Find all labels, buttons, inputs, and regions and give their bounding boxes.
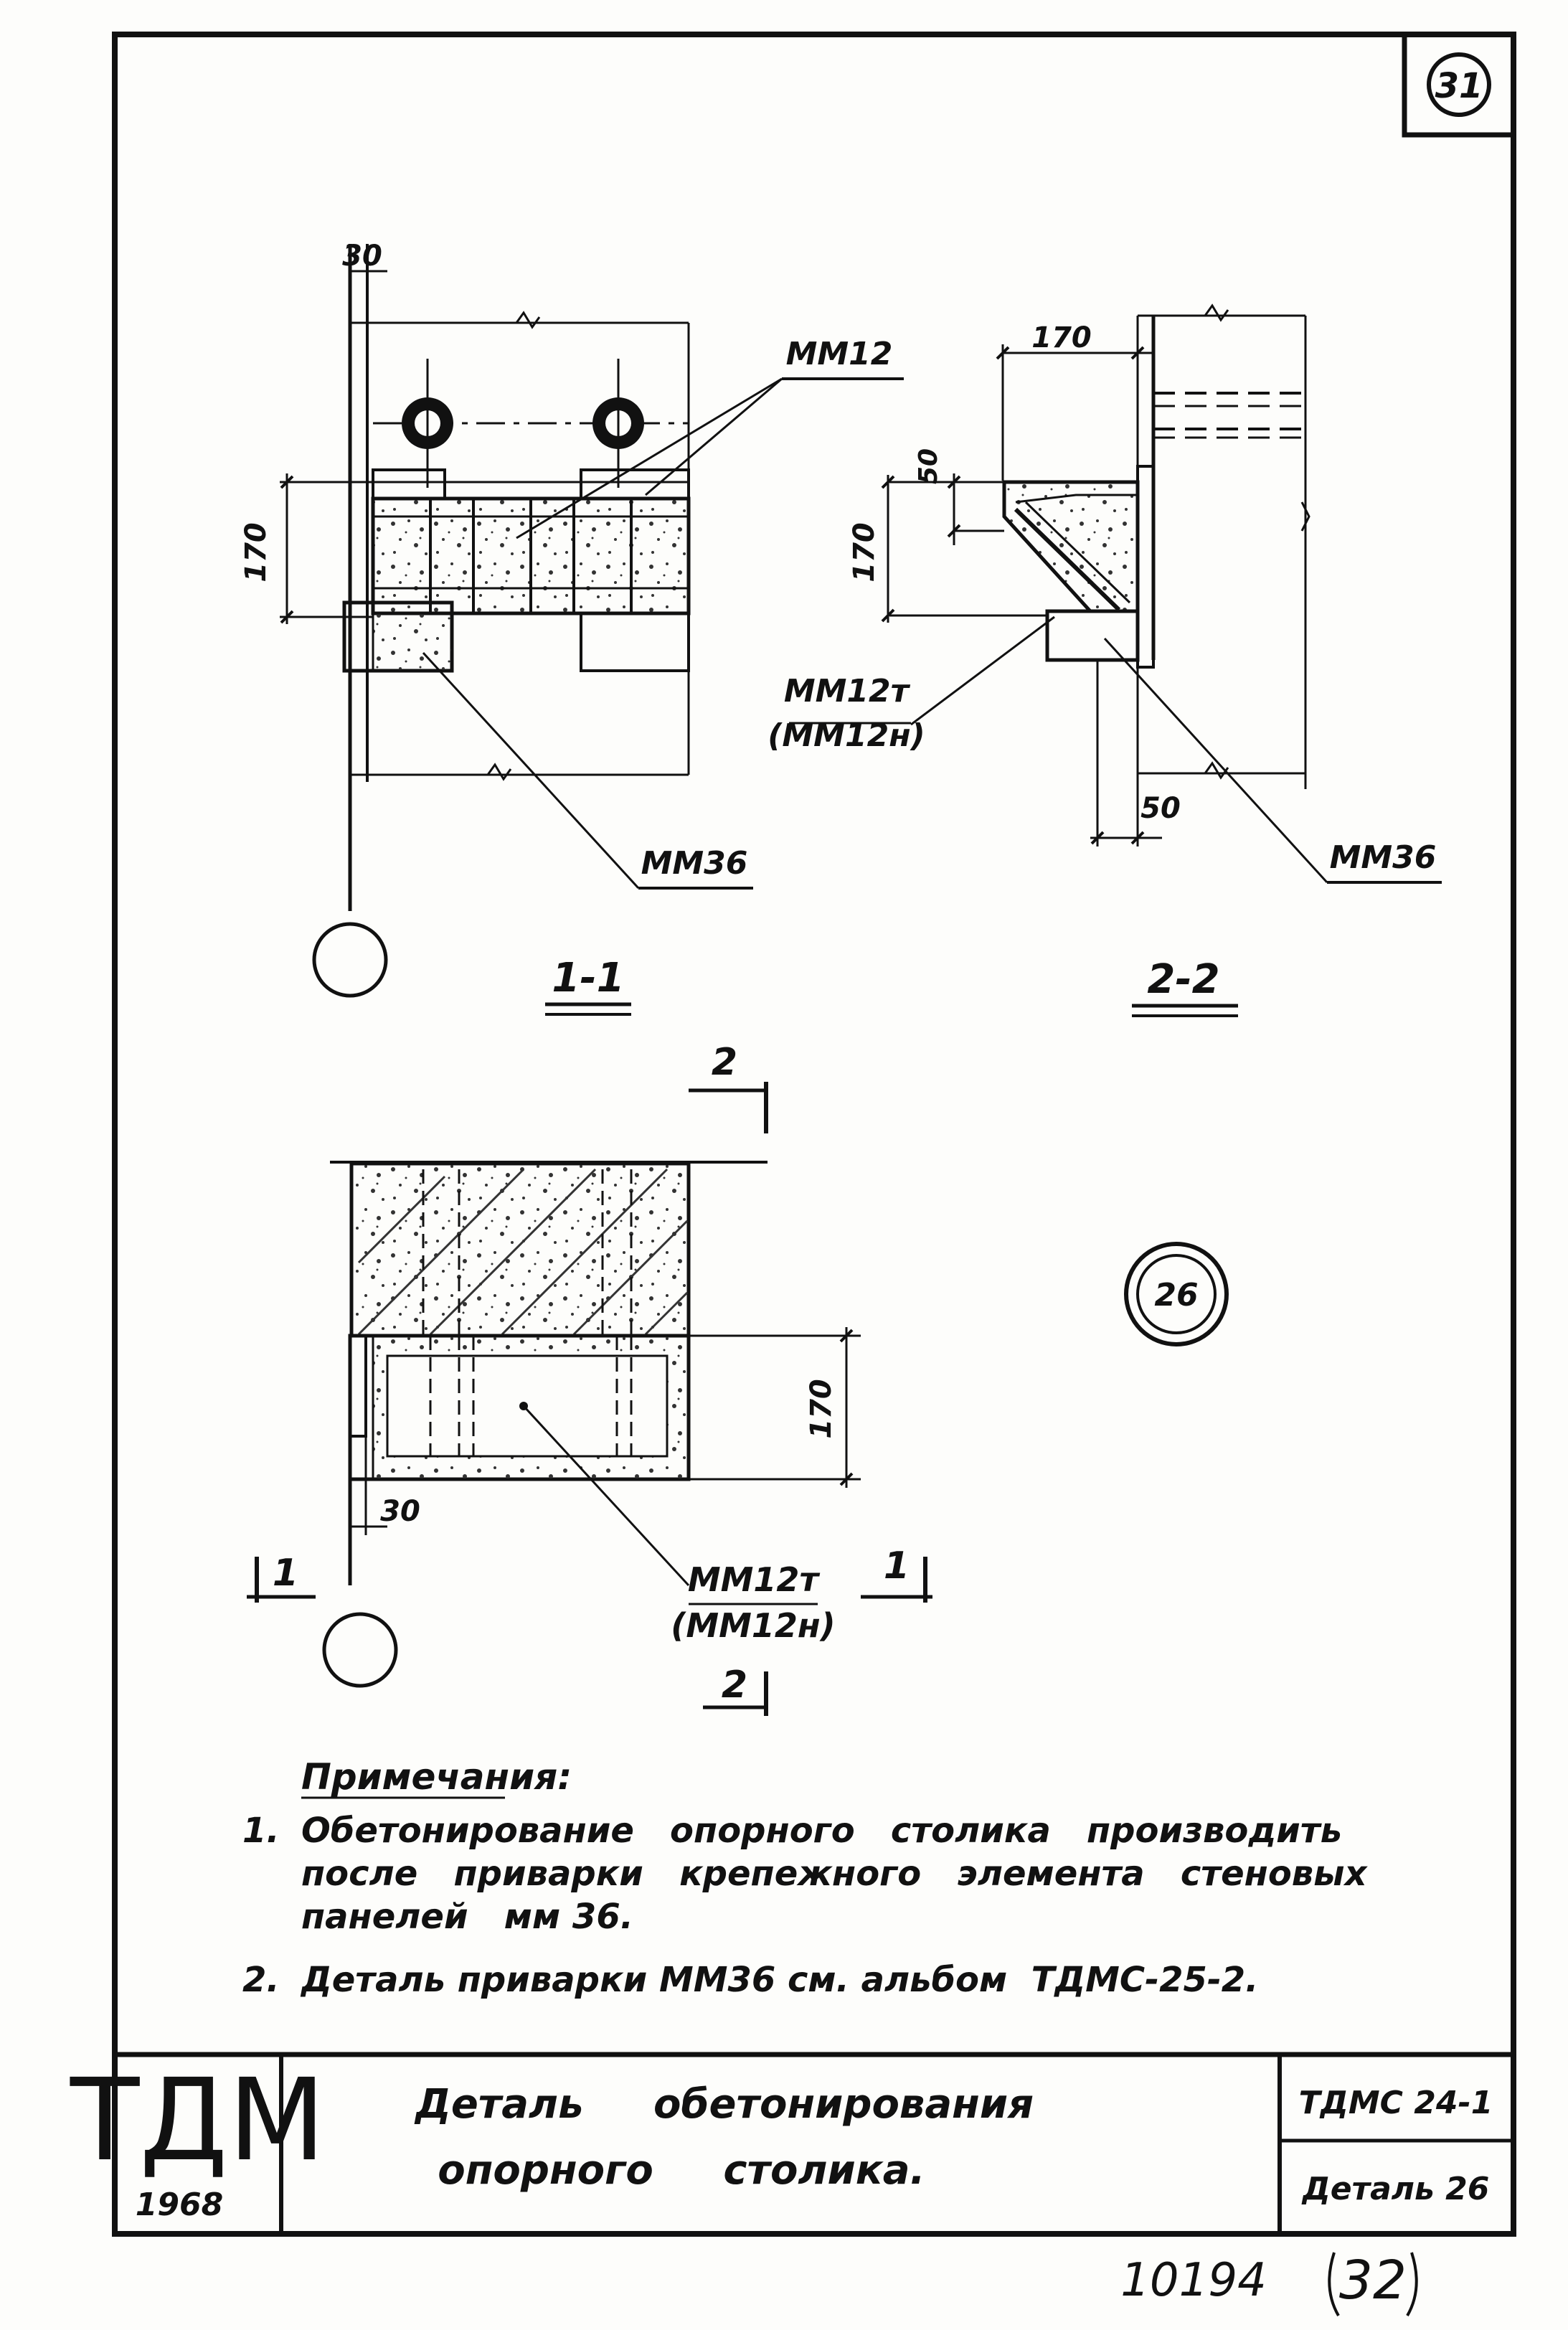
dim-offset-50-2-2: 50	[914, 448, 943, 484]
cut-mark-left-1: 1	[273, 1552, 298, 1595]
note-1-line-1: Обетонирование опорного столика производ…	[301, 1811, 1342, 1851]
drawing-code: ТДМС 24-1	[1299, 2085, 1493, 2121]
title-line-2: опорного столика.	[438, 2147, 925, 2194]
callout-mm36-2-2: ММ36	[1330, 839, 1437, 876]
detail-mark-circle-inner	[1136, 1254, 1217, 1334]
cut-mark-top-2: 2	[712, 1041, 737, 1084]
dim-bottom-50-2-2: 50	[1140, 792, 1181, 825]
title-year: 1968	[136, 2187, 223, 2223]
corner-number: 31	[1435, 66, 1483, 106]
section-1-1: 30 170 ММ12 М	[240, 240, 904, 1016]
note-1-line-3: панелей мм 36.	[301, 1897, 633, 1937]
section-label-1-1: 1-1	[552, 955, 624, 1001]
sheet-frame	[112, 32, 1516, 2237]
callout-mm36-1-1: ММ36	[641, 845, 748, 882]
detail-mark-circle-outer	[1124, 1242, 1229, 1346]
dim-height-170-plan: 170	[805, 1379, 838, 1439]
axis-marker-circle-1	[312, 922, 388, 998]
angle-plate-mm12	[1014, 507, 1121, 612]
page-number-brackets	[1328, 2252, 1418, 2317]
dim-height-170-1-1: 170	[240, 522, 273, 582]
embed-plate-left	[372, 468, 446, 500]
detail-mark-26: 26	[1154, 1277, 1198, 1313]
dim-top-30: 30	[342, 240, 382, 273]
detail-label: Деталь 26	[1301, 2171, 1490, 2207]
note-1-line-2: после приварки крепежного элемента стено…	[301, 1854, 1369, 1894]
dim-bottom-30-plan: 30	[380, 1495, 420, 1528]
fastener-mm36-2-2	[1045, 609, 1140, 662]
axis-marker-circle-2	[322, 1612, 398, 1688]
notes-heading: Примечания:	[301, 1756, 572, 1798]
page-number: 32	[1339, 2250, 1407, 2311]
cut-mark-bottom-2: 2	[722, 1664, 747, 1707]
section-2-2: 170 170 50 50 ММ12т (ММ12н) ММ36 2-2	[768, 303, 1442, 1017]
archive-number: 10194	[1120, 2254, 1267, 2307]
note-1-number: 1.	[242, 1811, 280, 1851]
corner-number-circle	[1427, 52, 1491, 117]
note-2-number: 2.	[242, 1960, 280, 2000]
callout-mm12t-2-2: ММ12т	[784, 673, 911, 709]
section-label-2-2: 2-2	[1147, 956, 1219, 1003]
callout-mm12: ММ12	[786, 336, 893, 372]
callout-mm12t-plan: ММ12т	[688, 1560, 821, 1599]
callout-mm12n-plan: (ММ12н)	[671, 1606, 835, 1645]
note-2-line-1: Деталь приварки ММ36 см. альбом ТДМС-25-…	[300, 1960, 1258, 2000]
plan-view: 2 170 30 1	[247, 1041, 1229, 1716]
tdm-logo: ТДМ	[70, 2055, 326, 2187]
dim-width-170-2-2: 170	[1031, 321, 1092, 354]
title-line-1: Деталь обетонирования	[414, 2081, 1034, 2128]
cut-mark-right-1: 1	[884, 1544, 910, 1588]
dim-height-170-2-2: 170	[848, 522, 881, 582]
notes: Примечания: 1. Обетонирование опорного с…	[242, 1756, 1369, 2000]
corner-number-box	[1402, 32, 1516, 138]
embed-plate-2-2	[1136, 465, 1155, 669]
embed-plate-right	[580, 468, 690, 500]
wall-panel-hatch	[349, 1161, 691, 1338]
title-block: ТДМ 1968 Деталь обетонирования опорного …	[70, 2052, 1513, 2234]
